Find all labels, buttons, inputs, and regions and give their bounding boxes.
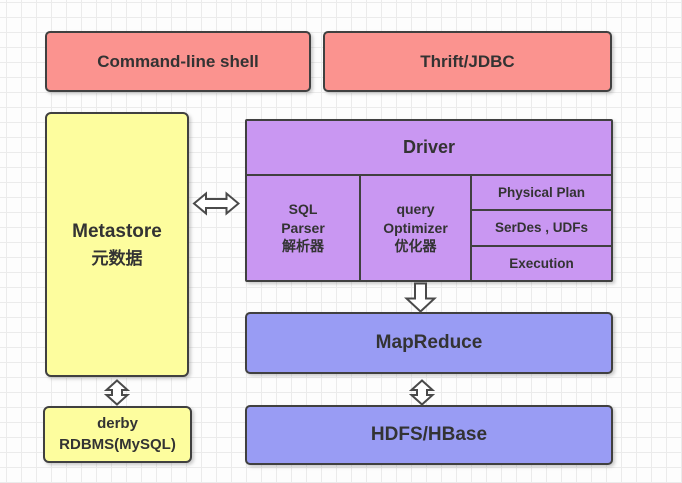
driver-header: Driver: [247, 121, 611, 176]
serdes-udfs-box: SerDes , UDFs: [472, 211, 611, 247]
metastore-box: Metastore 元数据: [45, 112, 189, 377]
derby-label: derby: [97, 415, 138, 433]
sql-parser-line2: Parser: [281, 219, 325, 236]
metastore-label-cn: 元数据: [91, 249, 143, 268]
driver-box: Driver SQL Parser 解析器 query Optimizer 优化…: [245, 119, 613, 282]
hdfs-hbase-label: HDFS/HBase: [370, 424, 488, 445]
metastore-label: Metastore: [72, 220, 162, 242]
mapreduce-hdfs-double-arrow-icon: [409, 379, 435, 406]
physical-plan-box: Physical Plan: [472, 176, 611, 212]
driver-subcomponents: SQL Parser 解析器 query Optimizer 优化器 Physi…: [247, 176, 611, 280]
derby-rdbms-box: derby RDBMS(MySQL): [43, 406, 192, 463]
query-optimizer-box: query Optimizer 优化器: [361, 176, 472, 280]
mapreduce-label: MapReduce: [375, 332, 483, 353]
hdfs-hbase-box: HDFS/HBase: [245, 405, 613, 465]
mapreduce-box: MapReduce: [245, 312, 613, 374]
thrift-jdbc-label: Thrift/JDBC: [420, 51, 515, 71]
sql-parser-box: SQL Parser 解析器: [247, 176, 361, 280]
physical-plan-label: Physical Plan: [497, 185, 586, 201]
driver-right-stack: Physical Plan SerDes , UDFs Execution: [472, 176, 611, 280]
driver-title: Driver: [402, 137, 456, 157]
sql-parser-line3-cn: 解析器: [282, 238, 324, 255]
serdes-udfs-label: SerDes , UDFs: [494, 220, 589, 236]
query-optimizer-line2: Optimizer: [383, 219, 448, 236]
driver-mapreduce-down-arrow-icon: [404, 282, 437, 313]
metastore-driver-double-arrow-icon: [192, 191, 240, 216]
sql-parser-line1: SQL: [288, 200, 318, 217]
query-optimizer-line1: query: [396, 200, 435, 217]
rdbms-mysql-label: RDBMS(MySQL): [59, 435, 176, 453]
metastore-derby-double-arrow-icon: [104, 379, 130, 406]
execution-box: Execution: [472, 247, 611, 280]
command-line-shell-label: Command-line shell: [97, 51, 259, 71]
query-optimizer-line3-cn: 优化器: [394, 238, 437, 255]
command-line-shell-box: Command-line shell: [45, 31, 311, 92]
thrift-jdbc-box: Thrift/JDBC: [323, 31, 612, 92]
execution-label: Execution: [509, 255, 574, 271]
